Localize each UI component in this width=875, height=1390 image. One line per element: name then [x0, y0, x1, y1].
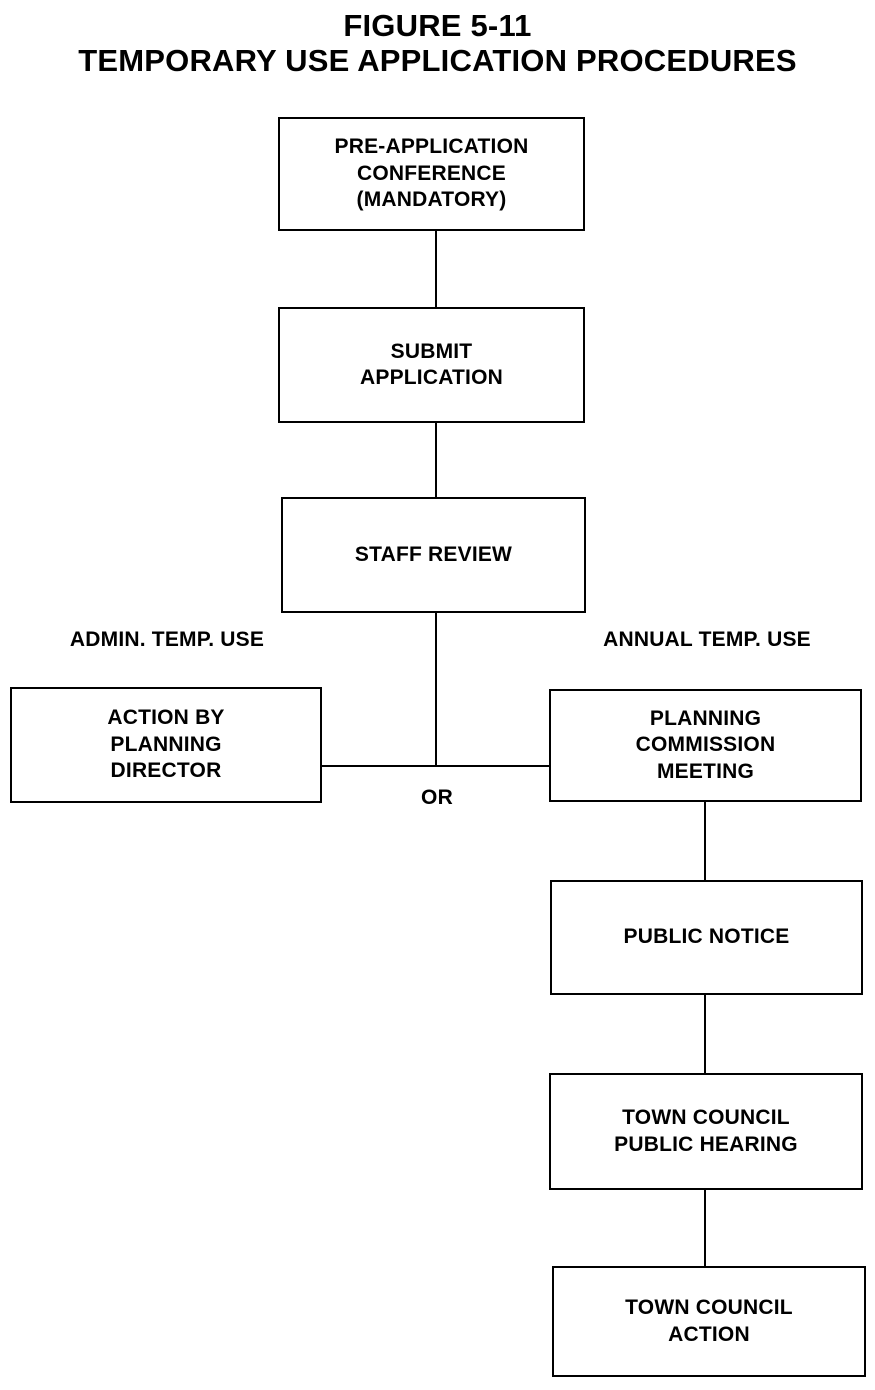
figure-title: FIGURE 5-11 TEMPORARY USE APPLICATION PR… [0, 8, 875, 79]
node-planning-commission-meeting[interactable]: PLANNING COMMISSION MEETING [549, 689, 862, 802]
node-label-pre-application-conference: PRE-APPLICATION CONFERENCE (MANDATORY) [334, 135, 529, 212]
branch-caption-admin-temp-use: ADMIN. TEMP. USE [69, 628, 265, 651]
node-public-notice[interactable]: PUBLIC NOTICE [550, 880, 863, 995]
figure-caption: TEMPORARY USE APPLICATION PROCEDURES [78, 43, 797, 79]
connector-preapp-to-submit [435, 231, 437, 309]
connector-hearing-to-action [704, 1190, 706, 1267]
node-label-staff-review: STAFF REVIEW [354, 542, 513, 566]
node-pre-application-conference[interactable]: PRE-APPLICATION CONFERENCE (MANDATORY) [278, 117, 585, 231]
connector-junction-horizontal [320, 765, 551, 767]
node-submit-application[interactable]: SUBMIT APPLICATION [278, 307, 585, 423]
node-town-council-public-hearing[interactable]: TOWN COUNCIL PUBLIC HEARING [549, 1073, 863, 1190]
node-label-action-by-planning-director: ACTION BY PLANNING DIRECTOR [107, 706, 225, 783]
connector-staffreview-to-junction [435, 613, 437, 767]
node-label-town-council-public-hearing: TOWN COUNCIL PUBLIC HEARING [614, 1106, 798, 1156]
connector-commission-to-notice [704, 802, 706, 882]
branch-caption-annual-temp-use: ANNUAL TEMP. USE [603, 628, 811, 651]
node-label-public-notice: PUBLIC NOTICE [623, 925, 790, 949]
connector-submit-to-staffreview [435, 423, 437, 499]
node-label-submit-application: SUBMIT APPLICATION [360, 339, 503, 389]
connector-notice-to-hearing [704, 995, 706, 1074]
node-staff-review[interactable]: STAFF REVIEW [281, 497, 586, 613]
node-label-planning-commission-meeting: PLANNING COMMISSION MEETING [635, 706, 776, 783]
node-town-council-action[interactable]: TOWN COUNCIL ACTION [552, 1266, 866, 1377]
figure-number: FIGURE 5-11 [343, 8, 532, 43]
node-label-town-council-action: TOWN COUNCIL ACTION [625, 1296, 793, 1346]
node-action-by-planning-director[interactable]: ACTION BY PLANNING DIRECTOR [10, 687, 322, 803]
junction-label-or: OR [392, 786, 482, 810]
